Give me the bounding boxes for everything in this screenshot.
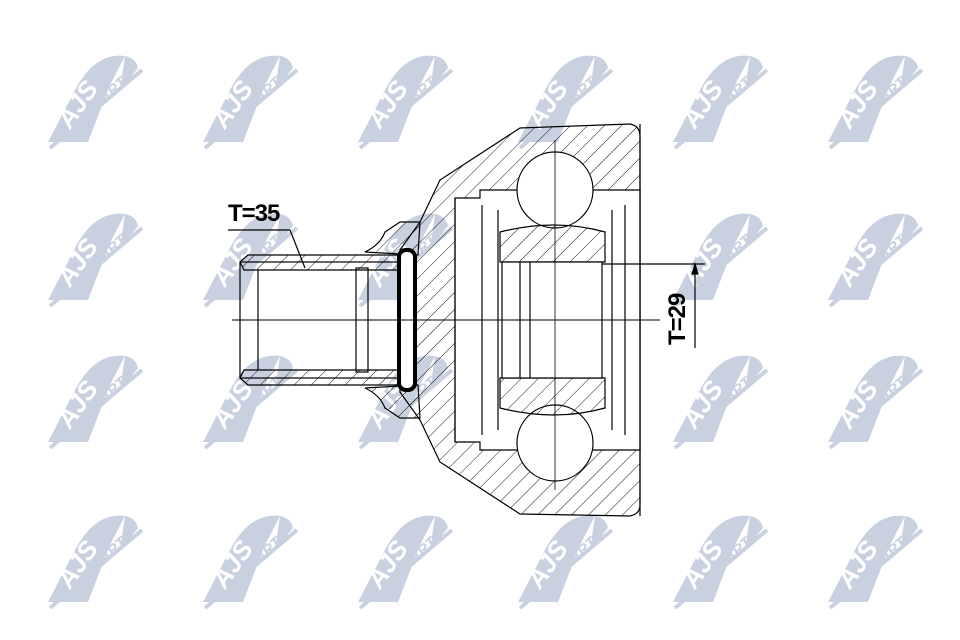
ajs-parts-watermark-icon: AJS PARTS [40, 30, 160, 150]
dimension-label-hub-teeth: T=29 [664, 293, 691, 345]
ajs-parts-watermark-icon: AJS PARTS [40, 490, 160, 610]
ajs-parts-watermark-icon: AJS PARTS [820, 188, 940, 308]
ajs-parts-watermark-icon: AJS PARTS [820, 30, 940, 150]
ajs-parts-watermark-icon: AJS PARTS [350, 30, 470, 150]
ajs-parts-watermark-icon: AJS PARTS [665, 188, 785, 308]
ajs-parts-watermark-icon: AJS PARTS [665, 30, 785, 150]
neck [364, 221, 421, 256]
inner-race-bottom [499, 377, 606, 416]
ajs-parts-watermark-icon: AJS PARTS [510, 490, 630, 610]
ajs-parts-watermark-icon: AJS PARTS [665, 330, 785, 450]
ajs-parts-watermark-icon: AJS PARTS [195, 490, 315, 610]
inner-race-top [499, 224, 606, 263]
ajs-parts-watermark-icon: AJS PARTS [195, 30, 315, 150]
ajs-parts-watermark-icon: AJS PARTS [40, 330, 160, 450]
dimension-label-shaft-teeth: T=35 [228, 200, 280, 227]
ajs-parts-watermark-icon: AJS PARTS [665, 490, 785, 610]
ajs-parts-watermark-icon: AJS PARTS [40, 188, 160, 308]
ajs-parts-watermark-icon: AJS PARTS [820, 490, 940, 610]
ajs-parts-watermark-icon: AJS PARTS [820, 330, 940, 450]
ajs-parts-watermark-icon: AJS PARTS [350, 490, 470, 610]
